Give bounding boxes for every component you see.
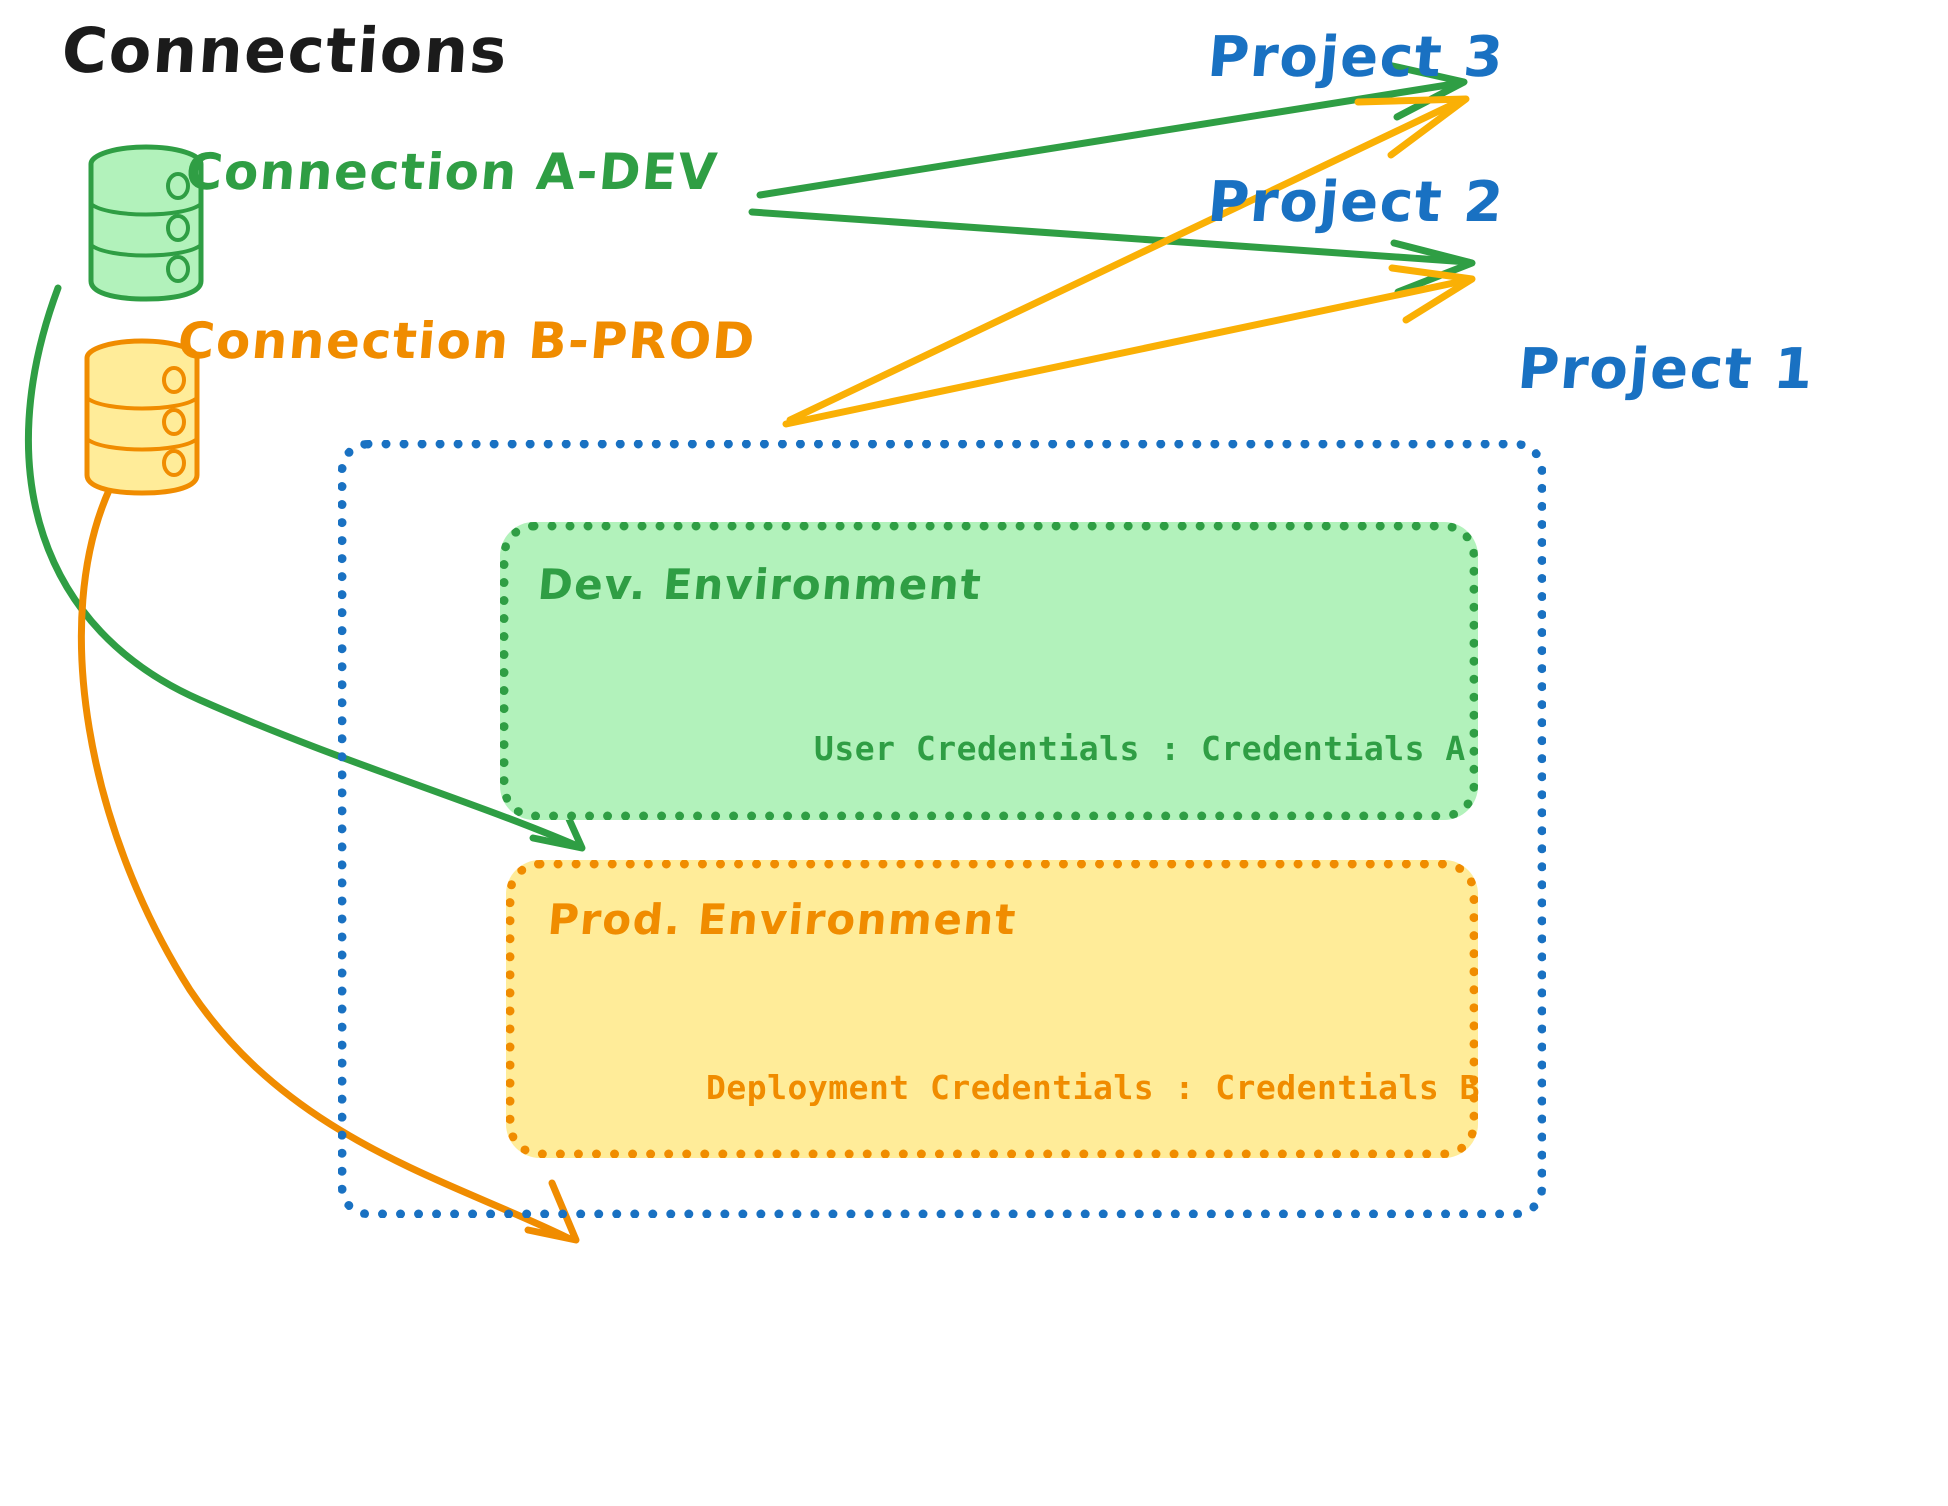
arrow-conn-b-to-prod-environment: [77, 484, 580, 1244]
connection-b-prod-label: Connection B-PROD: [175, 312, 759, 370]
prod-environment-box: [506, 860, 1478, 1158]
arrow-conn-a-to-project-3: [756, 61, 1468, 199]
connection-a-dev-label: Connection A-DEV: [183, 143, 721, 201]
project-2-label: Project 2: [1205, 170, 1508, 235]
project-1-label: Project 1: [1515, 337, 1818, 402]
arrow-conn-a-to-project-2: [748, 208, 1476, 296]
dev-environment-credentials: User Credentials : Credentials A: [814, 729, 1466, 768]
prod-environment-credentials: Deployment Credentials : Credentials B: [706, 1068, 1480, 1107]
arrow-conn-b-to-project-3: [786, 95, 1470, 424]
database-icon-connection-b: [84, 338, 200, 496]
project-3-label: Project 3: [1205, 25, 1508, 90]
page-title: Connections: [59, 14, 511, 87]
dev-environment-title: Dev. Environment: [535, 560, 985, 609]
dev-environment-box: [500, 522, 1478, 820]
database-icon-connection-a: [88, 144, 204, 302]
prod-environment-title: Prod. Environment: [545, 895, 1019, 944]
project-1-container: [338, 440, 1546, 1218]
arrow-conn-b-to-project-2: [782, 264, 1476, 428]
